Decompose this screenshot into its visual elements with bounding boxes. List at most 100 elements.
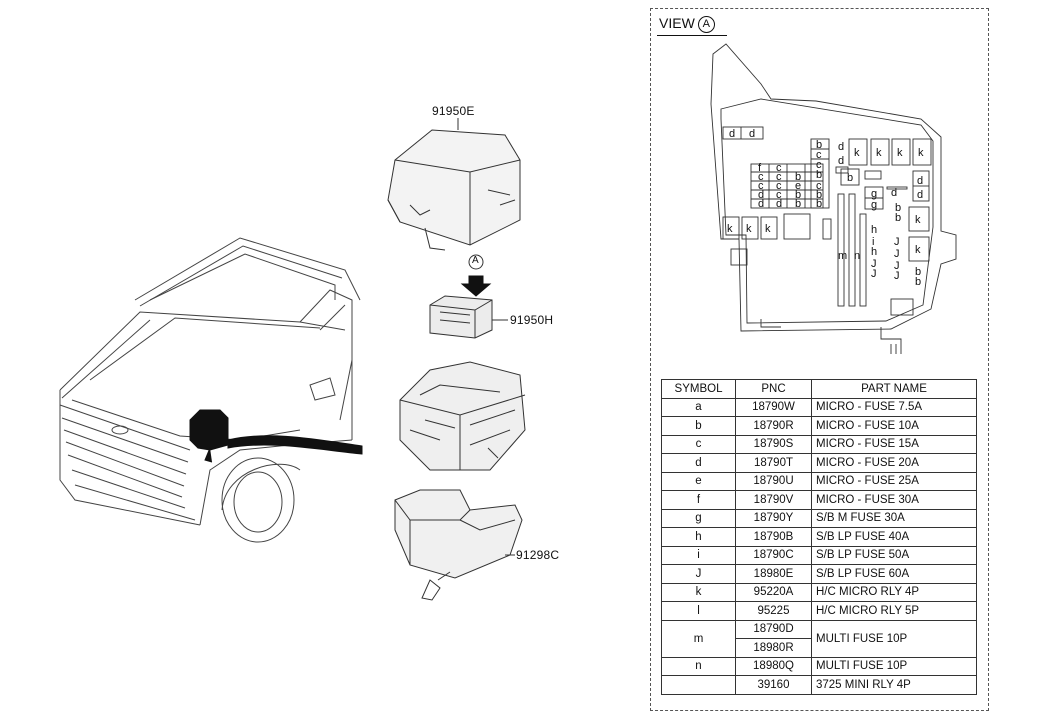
cell-pnc: 18790U bbox=[735, 471, 812, 491]
fuse-label-d-5: d bbox=[776, 198, 782, 210]
fuse-label-b-3: b bbox=[795, 198, 801, 210]
fuse-label-m: m bbox=[838, 250, 847, 262]
fuse-label-j-5: J bbox=[894, 260, 900, 272]
fuse-label-d-6: d bbox=[838, 141, 844, 153]
cell-symbol bbox=[661, 675, 736, 695]
fuse-label-b-7: b bbox=[816, 198, 822, 210]
cell-part-name: MICRO - FUSE 7.5A bbox=[811, 397, 977, 417]
fuse-label-c-6: c bbox=[776, 189, 782, 201]
fuse-label-c-7: c bbox=[816, 149, 822, 161]
fuse-label-j-2: J bbox=[871, 268, 877, 280]
view-title-marker: A bbox=[697, 16, 715, 33]
fuse-label-k-6: k bbox=[897, 147, 903, 159]
fuse-label-n: n bbox=[854, 250, 860, 262]
cell-part-name: S/B LP FUSE 60A bbox=[811, 564, 977, 584]
cell-pnc-2: 18980R bbox=[735, 638, 812, 658]
cell-symbol: g bbox=[661, 508, 736, 528]
view-title-underline bbox=[657, 35, 727, 36]
callout-91950H: 91950H bbox=[510, 313, 554, 327]
view-title-text: VIEW bbox=[659, 15, 695, 31]
cell-part-name: MICRO - FUSE 15A bbox=[811, 434, 977, 454]
fuse-label-c-9: c bbox=[816, 180, 822, 192]
fuse-label-k-7: k bbox=[918, 147, 924, 159]
cell-symbol: m bbox=[661, 619, 736, 658]
cell-part-name: 3725 MINI RLY 4P bbox=[811, 675, 977, 695]
cell-symbol: n bbox=[661, 656, 736, 676]
fuse-label-b-6: b bbox=[816, 189, 822, 201]
vehicle-outline bbox=[59, 237, 361, 543]
fuse-label-c-8: c bbox=[816, 159, 822, 171]
cell-pnc: 18980Q bbox=[735, 656, 812, 676]
cell-part-name: MICRO - FUSE 30A bbox=[811, 490, 977, 510]
fuse-label-f: f bbox=[758, 162, 762, 174]
fuse-label-i: i bbox=[872, 236, 874, 248]
fuse-label-c-4: c bbox=[776, 171, 782, 183]
cell-symbol: e bbox=[661, 471, 736, 491]
fuse-label-e: e bbox=[795, 180, 801, 192]
cover-91950E bbox=[387, 118, 521, 251]
cell-pnc: 95225 bbox=[735, 601, 812, 621]
view-a-arrow bbox=[460, 254, 492, 297]
fuse-label-b-12: b bbox=[915, 276, 921, 288]
fuse-label-j-6: J bbox=[894, 270, 900, 282]
fuse-label-d-10: d bbox=[917, 189, 923, 201]
fuse-label-d-2: d bbox=[749, 128, 755, 140]
fuse-label-c-3: c bbox=[776, 162, 782, 174]
cell-pnc: 95220A bbox=[735, 582, 812, 602]
lower-bracket-91298C bbox=[394, 489, 523, 601]
header-symbol: SYMBOL bbox=[661, 379, 736, 399]
callout-91950E: 91950E bbox=[432, 104, 475, 118]
cell-part-name: MICRO - FUSE 25A bbox=[811, 471, 977, 491]
fuse-label-d-4: d bbox=[758, 198, 764, 210]
cell-symbol: b bbox=[661, 416, 736, 436]
header-part-name: PART NAME bbox=[811, 379, 977, 399]
fuse-label-j-3: J bbox=[894, 236, 900, 248]
fuse-label-d-8: d bbox=[891, 187, 897, 199]
cell-pnc: 18980E bbox=[735, 564, 812, 584]
cell-pnc: 18790T bbox=[735, 453, 812, 473]
fuse-label-b-2: b bbox=[795, 189, 801, 201]
fuse-label-d-3: d bbox=[758, 189, 764, 201]
micro-fuse-grid bbox=[750, 138, 830, 209]
fuse-label-j-4: J bbox=[894, 248, 900, 260]
fuse-label-d-1: d bbox=[729, 128, 735, 140]
fuse-box-location-marker bbox=[189, 409, 363, 463]
fuse-label-k-8: k bbox=[915, 214, 921, 226]
cell-pnc: 18790W bbox=[735, 397, 812, 417]
cell-symbol: J bbox=[661, 564, 736, 584]
cell-part-name: MULTI FUSE 10P bbox=[811, 619, 977, 658]
fuse-label-k-4: k bbox=[854, 147, 860, 159]
exploded-parts-illustration bbox=[59, 118, 526, 601]
fuse-label-c-1: c bbox=[758, 171, 764, 183]
fuse-label-c-2: c bbox=[758, 180, 764, 192]
fuse-label-d-7: d bbox=[838, 155, 844, 167]
fuse-label-k-9: k bbox=[915, 244, 921, 256]
fuse-label-b-11: b bbox=[915, 266, 921, 278]
callout-91298C: 91298C bbox=[516, 548, 560, 562]
cell-symbol: d bbox=[661, 453, 736, 473]
cell-pnc: 18790D bbox=[735, 619, 812, 639]
fuse-label-b-5: b bbox=[816, 169, 822, 181]
cell-symbol: h bbox=[661, 527, 736, 547]
cell-pnc: 39160 bbox=[735, 675, 812, 695]
cell-pnc: 18790S bbox=[735, 434, 812, 454]
fuse-label-k-5: k bbox=[876, 147, 882, 159]
cell-part-name: H/C MICRO RLY 5P bbox=[811, 601, 977, 621]
cell-part-name: S/B M FUSE 30A bbox=[811, 508, 977, 528]
cell-pnc: 18790V bbox=[735, 490, 812, 510]
callout-view-marker: A bbox=[472, 255, 479, 266]
cell-part-name: MULTI FUSE 10P bbox=[811, 656, 977, 676]
fuse-label-h-1: h bbox=[871, 224, 877, 236]
fuse-label-k-3: k bbox=[765, 223, 771, 235]
